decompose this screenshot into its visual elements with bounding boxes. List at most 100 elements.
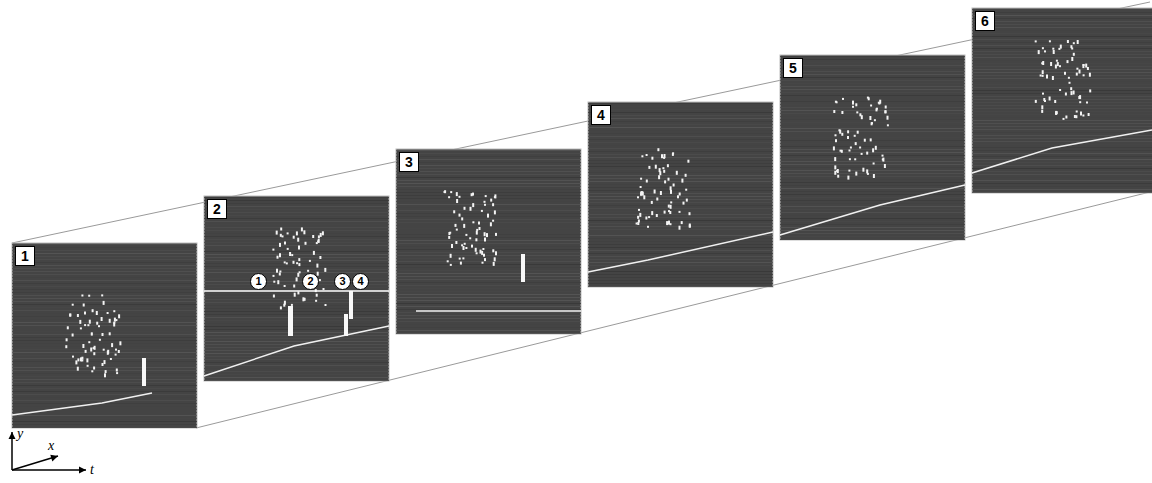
scan-line xyxy=(204,311,389,312)
pole-bar xyxy=(521,254,525,282)
frame-number: 3 xyxy=(405,155,413,169)
scan-line xyxy=(780,161,965,162)
event-dot xyxy=(81,360,83,362)
scan-line xyxy=(204,299,389,300)
event-dot xyxy=(492,249,494,252)
event-dot xyxy=(481,210,483,212)
scan-line xyxy=(588,202,773,203)
scan-line xyxy=(204,302,389,303)
scan-line xyxy=(780,203,965,204)
scan-line xyxy=(780,86,965,87)
scan-line xyxy=(780,131,965,132)
event-dot xyxy=(873,174,875,178)
event-dot xyxy=(318,235,320,238)
scan-line xyxy=(972,42,1152,43)
scan-line xyxy=(12,262,197,263)
scan-line xyxy=(396,228,581,229)
scan-line xyxy=(588,118,773,119)
event-dot xyxy=(1042,70,1044,74)
event-dot xyxy=(87,365,89,367)
scan-line xyxy=(396,282,581,283)
scan-line xyxy=(780,71,965,72)
event-dot xyxy=(835,101,837,103)
scan-line xyxy=(972,192,1152,193)
scan-line xyxy=(204,362,389,363)
event-dot xyxy=(82,344,84,348)
event-dot xyxy=(81,357,83,360)
event-dot xyxy=(486,233,488,237)
event-dot xyxy=(84,312,86,315)
event-dot xyxy=(115,349,117,351)
event-dot xyxy=(297,238,299,242)
scan-line xyxy=(396,183,581,184)
scan-line xyxy=(396,300,581,301)
scan-line xyxy=(204,368,389,369)
scan-line xyxy=(12,367,197,368)
event-dot xyxy=(459,258,461,260)
event-dot xyxy=(293,285,295,288)
event-dot xyxy=(69,314,71,317)
event-dot xyxy=(868,97,870,100)
scan-line xyxy=(780,77,965,78)
event-dot xyxy=(686,199,688,202)
event-dot xyxy=(837,175,839,178)
scan-line xyxy=(780,107,965,108)
scan-line xyxy=(972,9,1152,10)
scan-line xyxy=(12,310,197,311)
scan-line xyxy=(396,273,581,274)
scan-line xyxy=(588,160,773,161)
event-dot xyxy=(641,155,643,157)
pole-bar xyxy=(288,306,293,336)
scan-line xyxy=(12,268,197,269)
event-dot xyxy=(87,324,89,326)
scan-line xyxy=(588,163,773,164)
scan-line xyxy=(396,321,581,322)
scan-line xyxy=(204,209,389,210)
event-dot xyxy=(69,314,71,317)
event-dot xyxy=(316,242,318,244)
event-dot xyxy=(862,168,864,172)
event-dot xyxy=(1067,60,1069,63)
scan-line xyxy=(972,162,1152,163)
scan-line xyxy=(972,180,1152,181)
event-dot xyxy=(847,130,849,133)
event-dot xyxy=(643,195,645,199)
event-dot xyxy=(312,235,314,238)
event-dot xyxy=(86,358,88,362)
event-dot xyxy=(679,193,681,196)
event-dot xyxy=(115,354,117,356)
event-dot xyxy=(316,294,318,297)
scan-line xyxy=(780,197,965,198)
ground-line xyxy=(972,130,1152,173)
event-dot xyxy=(289,252,291,256)
event-dot xyxy=(450,191,452,193)
frame-background xyxy=(12,243,197,428)
event-dot xyxy=(1073,53,1075,56)
event-dot xyxy=(482,262,484,264)
scan-line xyxy=(396,225,581,226)
scan-line xyxy=(204,359,389,360)
scan-line xyxy=(588,127,773,128)
event-dot xyxy=(1077,40,1079,44)
event-dot xyxy=(297,273,299,277)
event-dot xyxy=(875,146,877,150)
event-dot xyxy=(103,301,105,305)
scan-line xyxy=(396,243,581,244)
event-dot xyxy=(483,254,485,257)
scan-line xyxy=(204,314,389,315)
event-dot xyxy=(1079,95,1081,99)
event-dot xyxy=(104,373,106,377)
scan-line xyxy=(396,303,581,304)
event-dot xyxy=(1058,48,1060,50)
scan-line xyxy=(972,30,1152,31)
scan-line xyxy=(588,283,773,284)
pole-bar xyxy=(142,358,146,386)
event-dot xyxy=(107,350,109,354)
event-dot xyxy=(1052,48,1054,50)
frame-number-box: 6 xyxy=(975,11,995,31)
frame-background xyxy=(396,149,581,334)
scan-line xyxy=(780,113,965,114)
scan-line xyxy=(396,171,581,172)
scan-line xyxy=(972,45,1152,46)
scan-line xyxy=(204,218,389,219)
